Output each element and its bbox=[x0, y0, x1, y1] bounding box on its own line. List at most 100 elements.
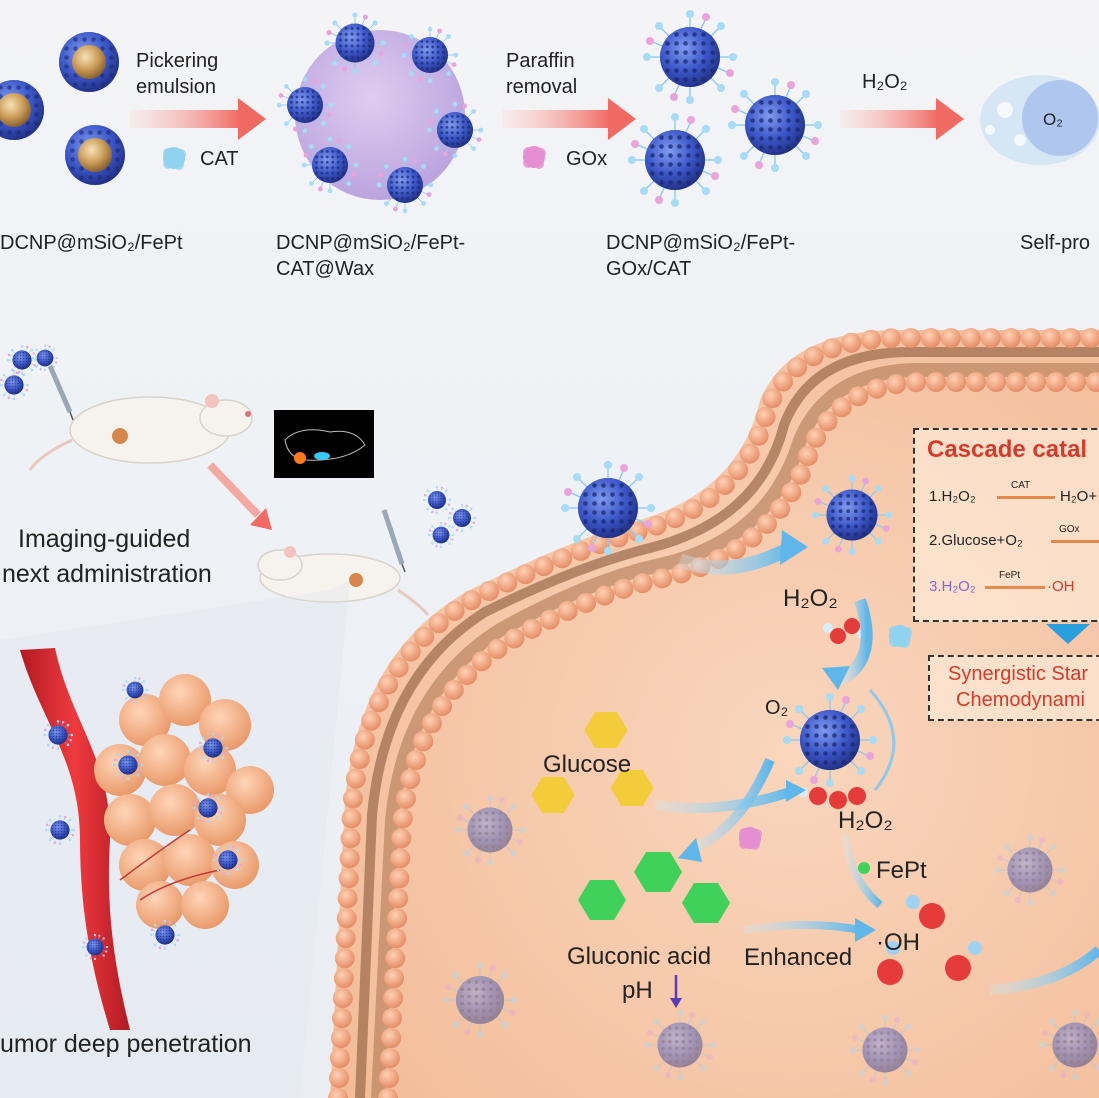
lipid-head bbox=[770, 498, 791, 519]
lipid-head bbox=[335, 928, 356, 949]
lipid-head bbox=[576, 592, 596, 613]
core-shell-particle bbox=[59, 32, 119, 92]
gluconic-label: Gluconic acid bbox=[567, 943, 711, 970]
syn-line2: Chemodynami bbox=[956, 689, 1085, 711]
lipid-head bbox=[332, 988, 353, 1009]
cell bbox=[330, 330, 1099, 1098]
lipid-head bbox=[392, 808, 413, 829]
lipid-head bbox=[391, 828, 412, 849]
lipid-head bbox=[336, 908, 357, 929]
lipid-head bbox=[866, 378, 887, 399]
cascade-title: Cascade catal bbox=[927, 436, 1088, 463]
o2-particle bbox=[782, 692, 878, 788]
lipid-head bbox=[361, 710, 382, 731]
cascade-catalysis-box: Cascade catal 1.H₂O₂ CAT H₂O+ 2.Glucose+… bbox=[913, 428, 1099, 622]
cat-enzyme-cell bbox=[889, 625, 912, 648]
lipid-head bbox=[570, 540, 591, 561]
lipid-head bbox=[368, 692, 389, 713]
lipid-head bbox=[457, 665, 478, 685]
lipid-head bbox=[900, 328, 921, 348]
lipid-head bbox=[1086, 372, 1099, 392]
lipid-head bbox=[1060, 328, 1081, 348]
lipid-head bbox=[379, 1068, 399, 1088]
lipid-head bbox=[443, 679, 464, 700]
lipid-head bbox=[946, 372, 967, 392]
lipid-head bbox=[400, 769, 421, 790]
arrow-next-dose bbox=[207, 462, 272, 530]
arrow3-text: H₂O₂ bbox=[862, 71, 908, 93]
fept-dot bbox=[858, 862, 870, 874]
arrow1-text2: emulsion bbox=[136, 76, 216, 98]
core-shell-particle bbox=[65, 125, 125, 185]
lipid-head bbox=[497, 572, 518, 593]
loaded-particle bbox=[627, 112, 723, 208]
lipid-head bbox=[354, 729, 375, 750]
reaction1-right: H₂O+ bbox=[1060, 488, 1098, 505]
lipid-head bbox=[428, 613, 449, 634]
lipid-head bbox=[683, 498, 703, 519]
ph-down-arrow bbox=[670, 975, 682, 1008]
blood-vessel bbox=[20, 648, 130, 1030]
arrow-paraffin bbox=[502, 98, 636, 140]
lipid-head bbox=[386, 928, 407, 949]
lipid-head bbox=[646, 515, 667, 536]
gox-label: GOx bbox=[566, 148, 607, 170]
h2o2-arrow bbox=[837, 598, 873, 686]
reaction3-left: 3.H₂O₂ bbox=[929, 578, 976, 595]
lipid-head bbox=[1000, 328, 1021, 348]
lipid-head bbox=[1066, 372, 1087, 392]
lipid-head bbox=[1020, 328, 1041, 348]
lipid-head bbox=[349, 749, 370, 769]
lipid-head bbox=[381, 1028, 402, 1049]
lipid-head bbox=[479, 581, 500, 601]
lipid-head bbox=[627, 521, 648, 542]
lipid-head bbox=[848, 386, 869, 407]
lipid-head bbox=[413, 731, 434, 752]
lipid-head bbox=[1026, 372, 1047, 392]
lipid-head bbox=[414, 626, 435, 647]
lipid-head bbox=[781, 482, 802, 503]
oh-label: ·OH bbox=[876, 929, 920, 956]
lipid-head bbox=[1080, 328, 1099, 348]
lipid-head bbox=[471, 651, 492, 672]
lipid-head bbox=[886, 374, 907, 395]
reaction3-right: ·OH bbox=[1047, 578, 1075, 595]
ph-label: pH bbox=[622, 977, 653, 1004]
lipid-head bbox=[728, 460, 749, 481]
lipid-head bbox=[748, 425, 769, 446]
lipid-head bbox=[338, 868, 359, 889]
lipid-head bbox=[337, 888, 358, 909]
lipid-head bbox=[787, 357, 808, 378]
lipid-head bbox=[822, 338, 842, 359]
reaction2-arrow bbox=[1051, 540, 1099, 543]
lipid-head bbox=[504, 628, 525, 649]
gox-enzyme-icon bbox=[523, 146, 546, 169]
lipid-head bbox=[330, 1028, 351, 1049]
lipid-head bbox=[798, 446, 818, 466]
lipid-head bbox=[329, 1068, 349, 1088]
lipid-head bbox=[421, 713, 442, 734]
fluorescence-image bbox=[274, 410, 374, 478]
synergistic-box: Synergistic Star Chemodynami bbox=[928, 655, 1099, 721]
reaction3-arrow bbox=[985, 586, 1045, 589]
lipid-head bbox=[333, 968, 354, 989]
lipid-head bbox=[803, 346, 824, 367]
lipid-head bbox=[594, 585, 615, 606]
gox-enzyme-cell bbox=[739, 827, 762, 850]
lipid-head bbox=[841, 332, 862, 353]
lipid-head bbox=[920, 328, 941, 348]
lipid-head bbox=[552, 548, 573, 569]
lipid-head bbox=[773, 371, 793, 392]
lipid-head bbox=[757, 513, 777, 534]
lipid-head bbox=[739, 443, 760, 464]
lipid-head bbox=[632, 573, 653, 594]
lipid-head bbox=[831, 397, 852, 418]
step2-label-line2: CAT@Wax bbox=[276, 258, 374, 280]
self-propelled-o2: O₂ bbox=[1043, 110, 1063, 129]
lipid-head bbox=[383, 988, 404, 1009]
lipid-head bbox=[906, 372, 927, 393]
lipid-head bbox=[339, 848, 360, 869]
lipid-head bbox=[388, 657, 409, 678]
left-panel: Imaging-guided next administration bbox=[0, 344, 477, 1098]
